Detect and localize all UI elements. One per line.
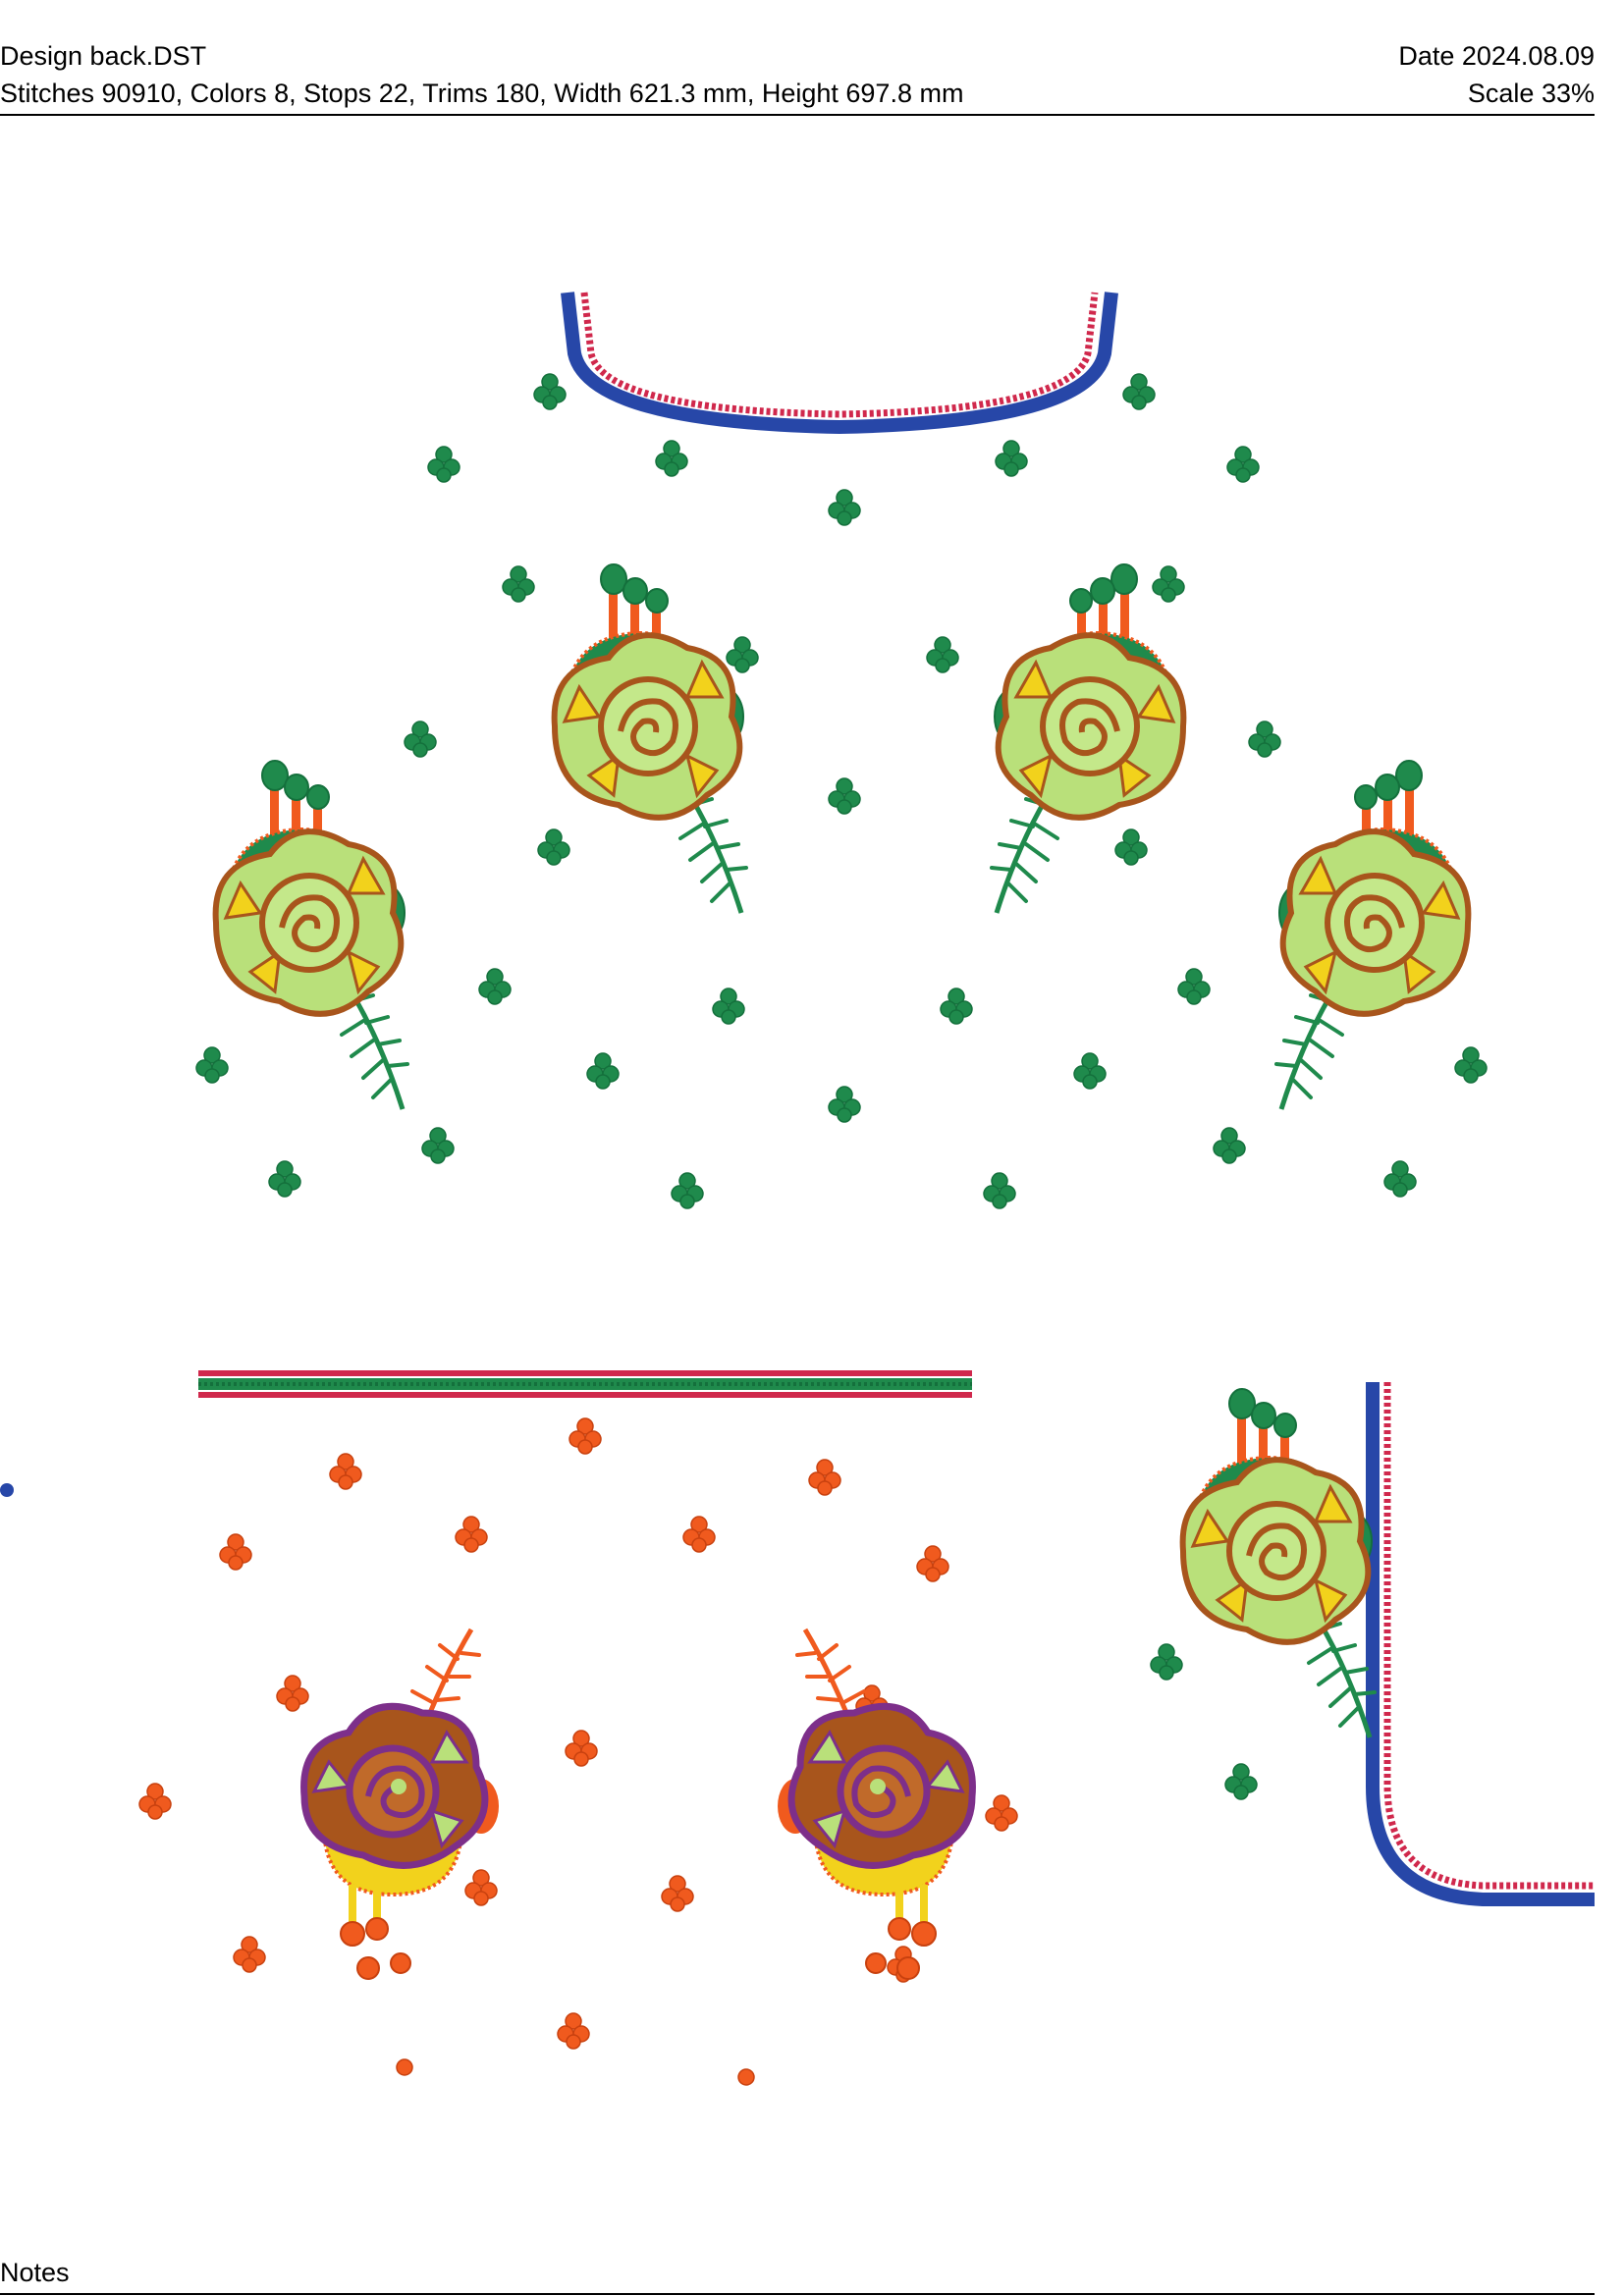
header-line-1: Design back.DST Date 2024.08.09 <box>0 40 1595 72</box>
registration-dot <box>0 1483 14 1497</box>
neckline-curve <box>561 292 1118 435</box>
orange-dot-motifs <box>138 1417 1018 2086</box>
green-rose-motifs <box>216 564 1469 1109</box>
purple-rose-motifs <box>304 1629 973 1979</box>
footer-divider <box>0 2293 1595 2295</box>
corner-band <box>1366 1382 1595 1906</box>
corner-rose-motif <box>1150 1389 1375 1800</box>
straight-band <box>198 1370 972 1398</box>
header-divider <box>0 114 1595 116</box>
file-name: Design back.DST <box>0 41 207 71</box>
header-line-2: Stitches 90910, Colors 8, Stops 22, Trim… <box>0 78 1595 109</box>
design-scale: Scale 33% <box>1467 79 1595 108</box>
notes-label: Notes <box>0 2258 70 2287</box>
design-stats: Stitches 90910, Colors 8, Stops 22, Trim… <box>0 79 964 108</box>
design-date: Date 2024.08.09 <box>1398 41 1595 71</box>
